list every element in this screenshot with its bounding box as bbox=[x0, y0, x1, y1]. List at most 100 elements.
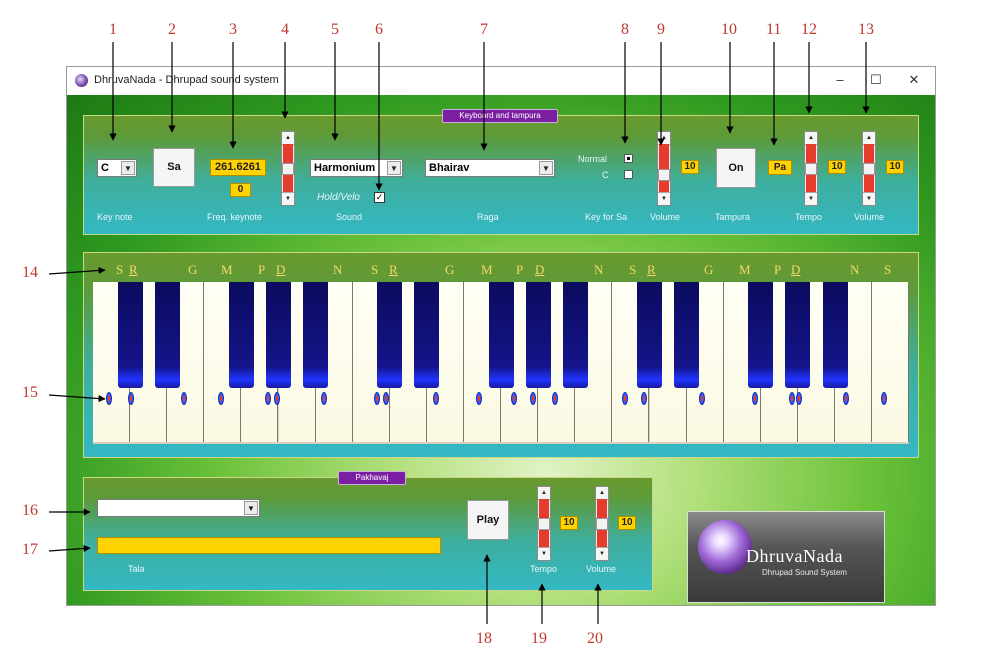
white-key[interactable] bbox=[872, 282, 910, 442]
note-marker-icon bbox=[265, 392, 271, 405]
note-marker-icon bbox=[552, 392, 558, 405]
scroll-down-icon[interactable]: ▼ bbox=[863, 192, 875, 205]
black-key[interactable] bbox=[266, 282, 291, 388]
key-for-sa-c-radio[interactable] bbox=[624, 170, 633, 179]
sargam-label: M bbox=[221, 262, 233, 277]
black-key[interactable] bbox=[488, 282, 514, 388]
callout-3: 3 bbox=[229, 21, 237, 38]
black-key[interactable] bbox=[562, 282, 588, 388]
raga-label: Raga bbox=[477, 212, 499, 222]
callout-6: 6 bbox=[375, 21, 383, 38]
sound-select[interactable]: Harmonium ▼ bbox=[310, 159, 403, 177]
black-key[interactable] bbox=[228, 282, 254, 388]
callout-14: 14 bbox=[22, 264, 38, 281]
scroll-down-icon[interactable]: ▼ bbox=[282, 192, 294, 205]
tampura-on-button[interactable]: On bbox=[716, 148, 756, 188]
black-key[interactable] bbox=[674, 282, 700, 388]
note-marker-icon bbox=[383, 392, 389, 405]
tampura-volume-value: 10 bbox=[886, 160, 904, 174]
freq-fine-tune-scrollbar[interactable]: ▲ ▼ bbox=[281, 131, 295, 206]
note-marker-icon bbox=[530, 392, 536, 405]
scroll-down-icon[interactable]: ▼ bbox=[658, 192, 670, 205]
black-key[interactable] bbox=[637, 282, 662, 388]
raga-select[interactable]: Bhairav ▼ bbox=[425, 159, 555, 177]
sargam-label: R bbox=[129, 262, 138, 277]
minimize-button[interactable]: – bbox=[836, 72, 844, 87]
maximize-button[interactable]: ☐ bbox=[870, 72, 882, 87]
scroll-down-icon[interactable]: ▼ bbox=[596, 547, 608, 560]
tampura-volume-slider[interactable]: ▲ ▼ bbox=[862, 131, 876, 206]
scroll-thumb[interactable] bbox=[282, 163, 294, 175]
sargam-label: P bbox=[258, 262, 266, 277]
black-key[interactable] bbox=[414, 282, 440, 388]
black-key[interactable] bbox=[154, 282, 180, 388]
sargam-label: S bbox=[884, 262, 892, 277]
callout-9: 9 bbox=[657, 21, 665, 38]
title-bar[interactable]: DhruvaNada - Dhrupad sound system – ☐ ✕ bbox=[67, 67, 935, 95]
slider-thumb[interactable] bbox=[658, 169, 670, 181]
black-key[interactable] bbox=[785, 282, 811, 388]
sound-label: Sound bbox=[336, 212, 363, 222]
key-note-value: C bbox=[101, 162, 109, 174]
close-button[interactable]: ✕ bbox=[908, 72, 920, 87]
chevron-down-icon[interactable]: ▼ bbox=[387, 161, 401, 175]
tampura-note-value[interactable]: Pa bbox=[768, 160, 792, 175]
note-marker-icon bbox=[641, 392, 647, 405]
pakhavaj-tempo-slider[interactable]: ▲ ▼ bbox=[537, 486, 551, 561]
pakhavaj-tempo-label: Tempo bbox=[530, 564, 558, 574]
logo-orb-icon bbox=[698, 520, 752, 574]
sargam-label: G bbox=[704, 262, 714, 277]
note-marker-icon bbox=[699, 392, 705, 405]
callout-15: 15 bbox=[22, 384, 38, 401]
scroll-down-icon[interactable]: ▼ bbox=[538, 547, 550, 560]
logo-name: DhruvaNada bbox=[746, 546, 843, 566]
key-note-select[interactable]: C ▼ bbox=[97, 159, 137, 177]
chevron-down-icon[interactable]: ▼ bbox=[244, 501, 258, 515]
sa-button[interactable]: Sa bbox=[153, 148, 195, 187]
window-title: DhruvaNada - Dhrupad sound system bbox=[94, 74, 279, 86]
sargam-label: S bbox=[116, 262, 124, 277]
callout-13: 13 bbox=[858, 21, 874, 38]
slider-thumb[interactable] bbox=[863, 163, 875, 175]
slider-thumb[interactable] bbox=[596, 518, 608, 530]
note-marker-icon bbox=[274, 392, 280, 405]
black-key[interactable] bbox=[303, 282, 329, 388]
note-marker-icon bbox=[476, 392, 482, 405]
scroll-down-icon[interactable]: ▼ bbox=[805, 192, 817, 205]
dhruvanada-logo: DhruvaNada Dhrupad Sound System bbox=[687, 511, 885, 603]
play-button[interactable]: Play bbox=[467, 500, 509, 540]
callout-17: 17 bbox=[22, 541, 38, 558]
slider-thumb[interactable] bbox=[805, 163, 817, 175]
black-key[interactable] bbox=[748, 282, 774, 388]
pakhavaj-volume-slider[interactable]: ▲ ▼ bbox=[595, 486, 609, 561]
sargam-label: N bbox=[850, 262, 860, 277]
pakhavaj-volume-value: 10 bbox=[618, 516, 636, 530]
callout-5: 5 bbox=[331, 21, 339, 38]
pakhavaj-panel-title: Pakhavaj bbox=[338, 471, 406, 485]
key-for-sa-normal-radio[interactable] bbox=[624, 154, 633, 163]
callout-20: 20 bbox=[587, 630, 603, 647]
tampura-tempo-slider[interactable]: ▲ ▼ bbox=[804, 131, 818, 206]
chevron-down-icon[interactable]: ▼ bbox=[121, 161, 135, 175]
black-key[interactable] bbox=[117, 282, 143, 388]
callout-8: 8 bbox=[621, 21, 629, 38]
sargam-label: D bbox=[276, 262, 286, 277]
hold-velo-checkbox[interactable]: ✓ bbox=[374, 192, 385, 203]
freq-keynote-label: Freq. keynote bbox=[207, 212, 263, 222]
slider-thumb[interactable] bbox=[538, 518, 550, 530]
callout-1: 1 bbox=[109, 21, 117, 38]
sargam-label: G bbox=[188, 262, 198, 277]
black-key[interactable] bbox=[377, 282, 403, 388]
callout-16: 16 bbox=[22, 502, 38, 519]
callout-2: 2 bbox=[168, 21, 176, 38]
note-marker-icon bbox=[181, 392, 187, 405]
tampura-label: Tampura bbox=[715, 212, 751, 222]
callout-11: 11 bbox=[766, 21, 782, 38]
sargam-label: P bbox=[516, 262, 524, 277]
black-key[interactable] bbox=[525, 282, 551, 388]
tala-select[interactable]: ▼ bbox=[97, 499, 260, 517]
black-key[interactable] bbox=[822, 282, 848, 388]
note-marker-icon bbox=[374, 392, 380, 405]
keyboard-volume-slider[interactable]: ▲ ▼ bbox=[657, 131, 671, 206]
chevron-down-icon[interactable]: ▼ bbox=[539, 161, 553, 175]
